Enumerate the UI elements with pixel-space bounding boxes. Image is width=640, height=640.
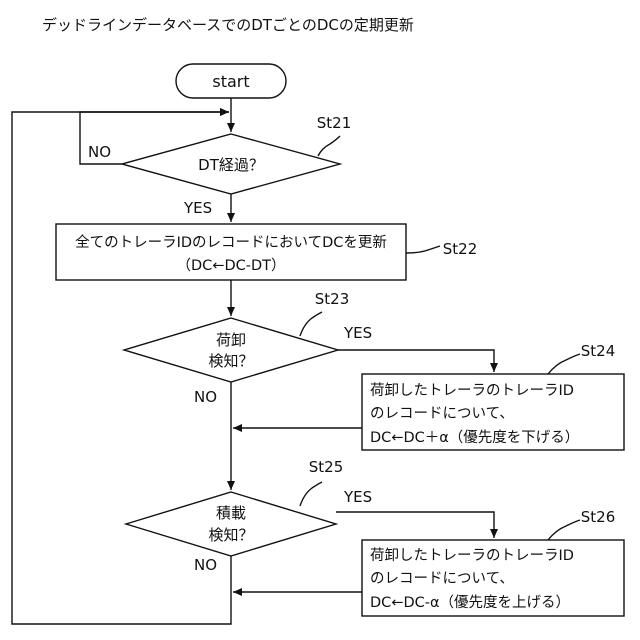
st24-line2: のレコードについて、 — [370, 406, 514, 422]
st26-line2: のレコードについて、 — [370, 571, 514, 587]
decision-st25 — [126, 492, 336, 556]
st21-leader — [318, 136, 340, 156]
st23-leader — [300, 312, 322, 336]
st26-line3: DC←DC-α（優先度を上げる） — [370, 594, 570, 611]
start-label: start — [212, 72, 249, 91]
st25-line1: 積載 — [216, 504, 246, 522]
st22-line2: （DC←DC-DT） — [177, 257, 286, 274]
arrow-st25-yes-to-st26 — [336, 512, 494, 538]
st21-text: DT経過？ — [198, 156, 264, 174]
st26-line1: 荷卸したトレーラのトレーラID — [370, 547, 574, 564]
st23-tag: St23 — [315, 290, 350, 308]
st24-leader — [548, 354, 580, 374]
decision-st23 — [124, 318, 338, 382]
st24-line1: 荷卸したトレーラのトレーラID — [370, 382, 574, 399]
arrow-st23-yes-to-st24 — [338, 350, 494, 372]
st24-tag: St24 — [581, 342, 616, 360]
st22-tag: St22 — [443, 240, 478, 258]
st21-tag: St21 — [317, 114, 352, 132]
st24-line3: DC←DC＋α（優先度を下げる） — [370, 429, 579, 446]
st25-no-label: NO — [194, 556, 217, 574]
st25-leader — [300, 482, 322, 506]
st26-leader — [548, 520, 580, 540]
st23-line1: 荷卸 — [216, 331, 246, 349]
st25-tag: St25 — [309, 458, 344, 476]
st21-yes-label: YES — [183, 199, 212, 217]
st23-line2: 検知？ — [208, 352, 253, 370]
st23-yes-label: YES — [343, 324, 372, 342]
st22-leader — [406, 246, 440, 253]
st21-no-label: NO — [88, 143, 111, 161]
st26-tag: St26 — [581, 508, 616, 526]
st25-line2: 検知？ — [208, 526, 253, 544]
st22-line1: 全てのトレーラIDのレコードにおいてDCを更新 — [75, 233, 387, 251]
st23-no-label: NO — [194, 388, 217, 406]
st25-yes-label: YES — [343, 488, 372, 506]
